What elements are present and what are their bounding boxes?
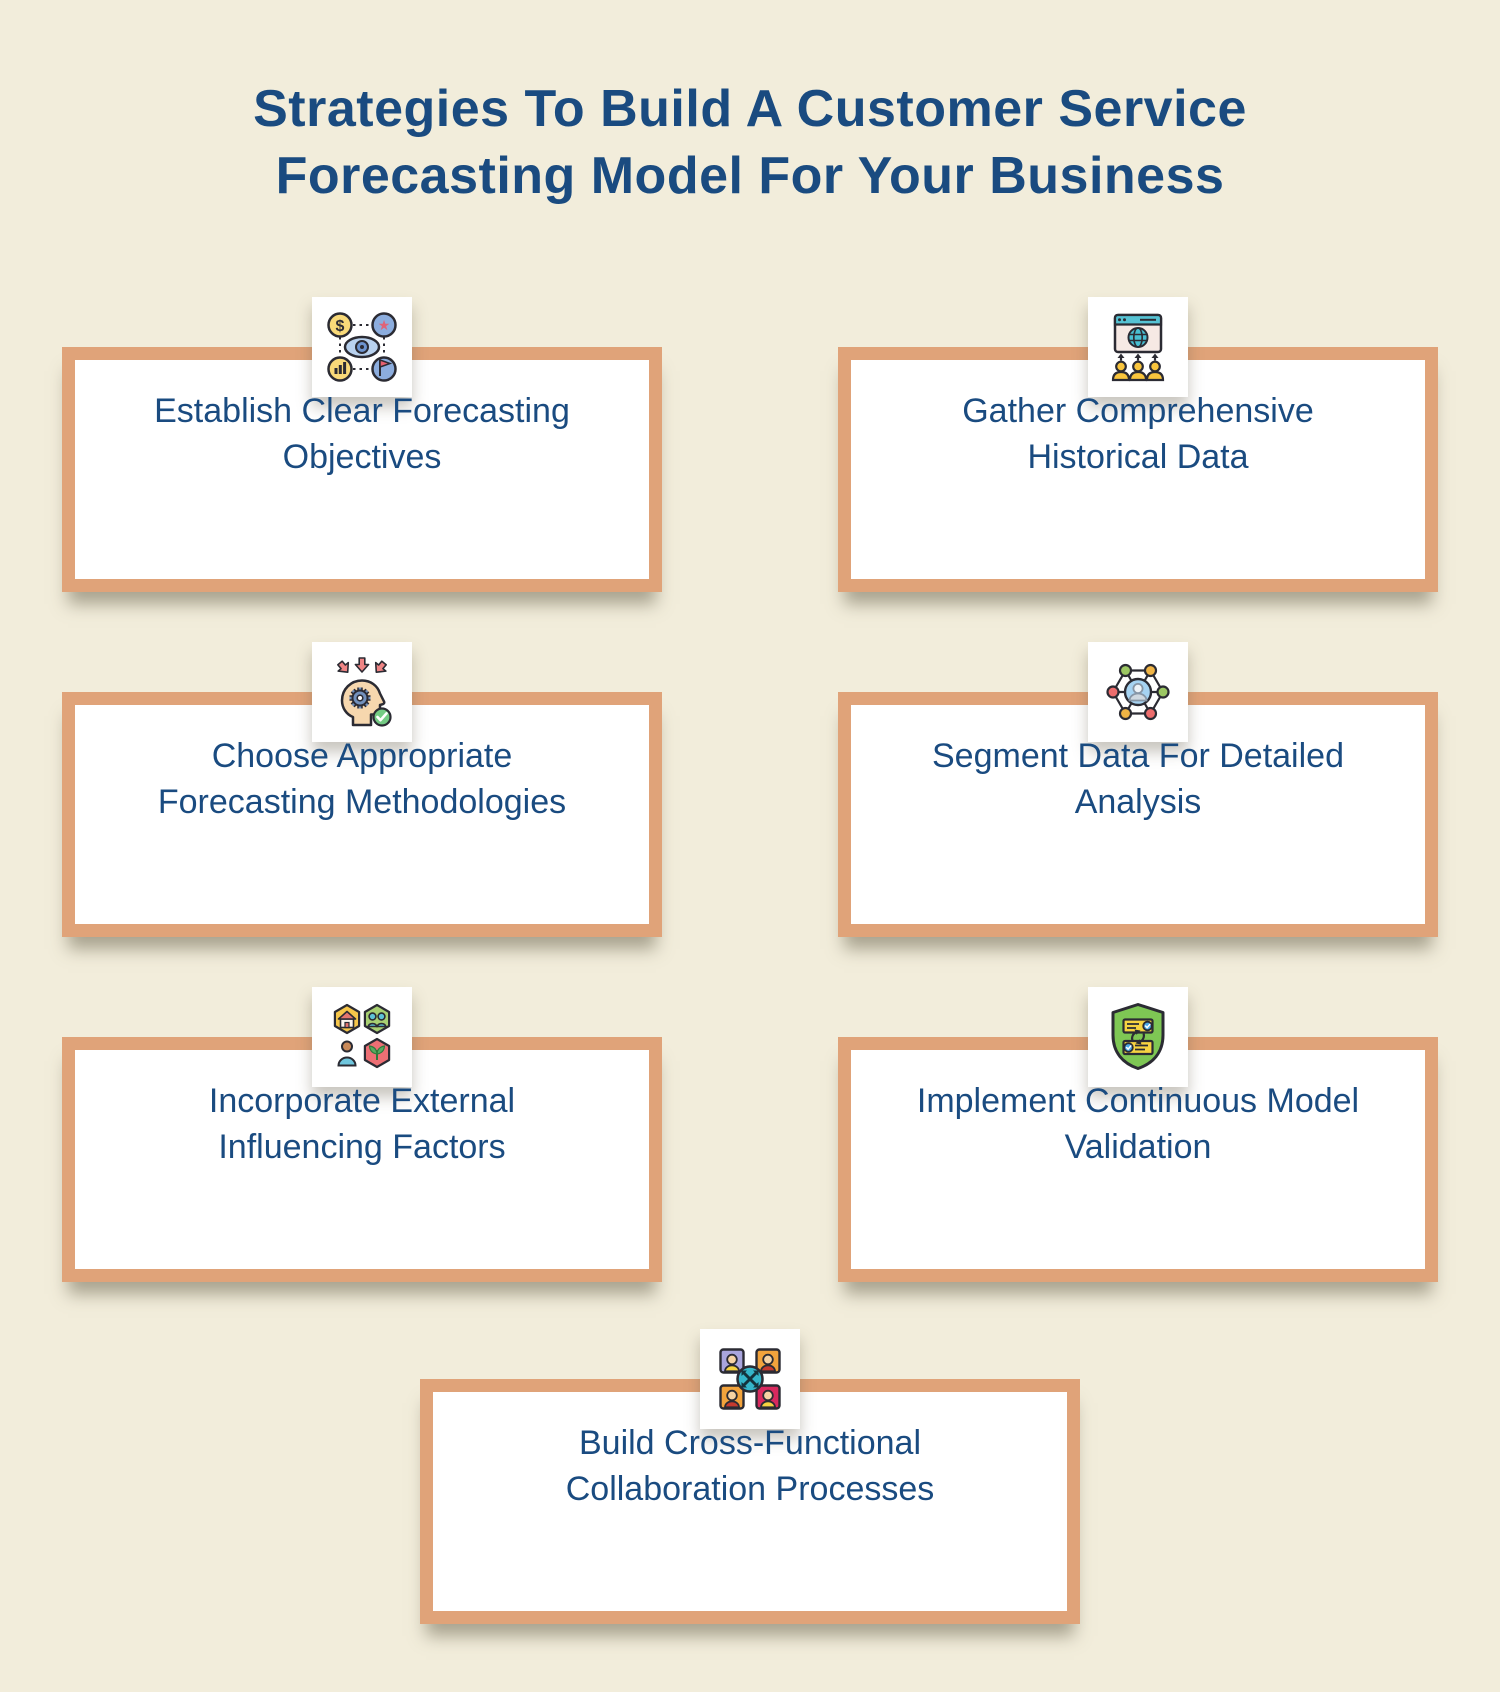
page-title-line2: Forecasting Model For Your Business [275, 147, 1225, 205]
methodology-icon [312, 642, 412, 742]
data-gathering-icon [1088, 297, 1188, 397]
segmentation-icon [1088, 642, 1188, 742]
validation-icon [1088, 987, 1188, 1087]
card-segment-data: Segment Data For Detailed Analysis [838, 642, 1438, 937]
objectives-icon: $ ★ [312, 297, 412, 397]
card-establish-objectives: $ ★ Establish Clear Forecasting Objectiv… [62, 297, 662, 592]
card-label: Implement Continuous Model Validation [916, 1082, 1360, 1166]
card-label: Choose Appropriate Forecasting Methodolo… [157, 737, 567, 821]
card-collaboration: Build Cross-Functional Collaboration Pro… [420, 1329, 1080, 1624]
card-model-validation: Implement Continuous Model Validation [838, 987, 1438, 1282]
card-label: Build Cross-Functional Collaboration Pro… [565, 1424, 935, 1508]
card-label: Incorporate External Influencing Factors [208, 1082, 516, 1166]
card-external-factors: Incorporate External Influencing Factors [62, 987, 662, 1282]
svg-text:$: $ [336, 318, 345, 335]
page-title-line1: Strategies To Build A Customer Service [253, 80, 1247, 138]
external-factors-icon [312, 987, 412, 1087]
card-choose-methodologies: Choose Appropriate Forecasting Methodolo… [62, 642, 662, 937]
svg-text:★: ★ [378, 317, 391, 333]
page-title: Strategies To Build A Customer Service F… [0, 76, 1500, 210]
collaboration-icon [700, 1329, 800, 1429]
card-label: Establish Clear Forecasting Objectives [154, 392, 570, 476]
card-label: Gather Comprehensive Historical Data [962, 392, 1314, 476]
card-label: Segment Data For Detailed Analysis [932, 737, 1344, 821]
card-gather-data: Gather Comprehensive Historical Data [838, 297, 1438, 592]
